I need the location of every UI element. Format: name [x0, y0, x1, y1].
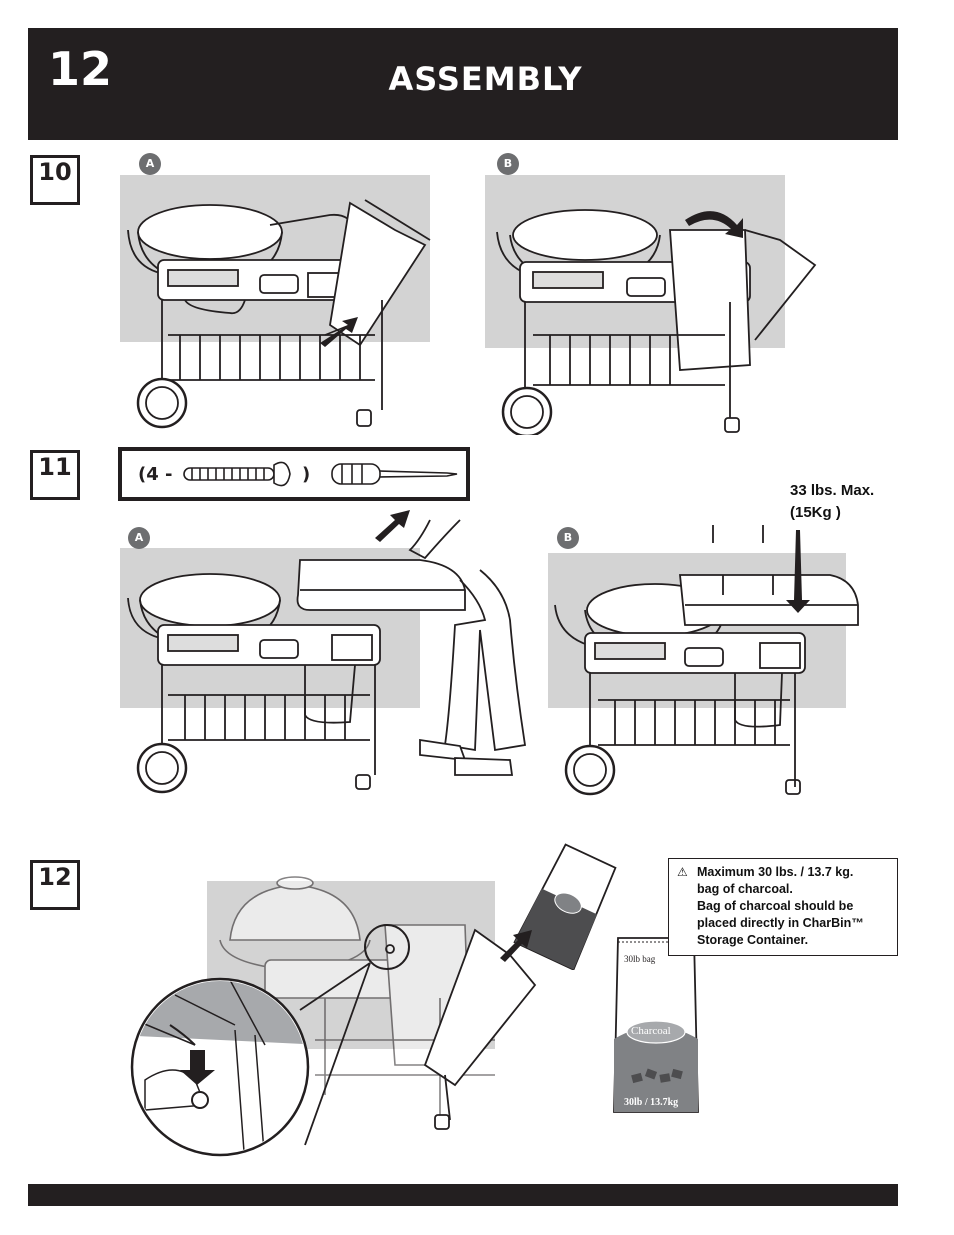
warning-line: placed directly in CharBin™ — [697, 916, 864, 930]
page-title: ASSEMBLY — [388, 60, 583, 98]
weight-limit-kg: (15Kg ) — [790, 504, 841, 521]
bag-brand-label: Charcoal — [631, 1025, 671, 1037]
step-10b-badge: B — [497, 153, 519, 175]
warning-line: bag of charcoal. — [697, 882, 793, 896]
step-10b-grill-illustration — [496, 209, 817, 435]
page-footer-bar — [28, 1184, 898, 1206]
step-10-box: 10 — [30, 155, 80, 205]
hardware-callout: (4 - ) — [118, 447, 470, 501]
screw-and-screwdriver-icon — [183, 461, 458, 487]
step-11-box: 11 — [30, 450, 80, 500]
charcoal-bag-large: 30lb bag Charcoal 30lb / 13.7kg — [612, 934, 700, 1116]
step-10a-badge: A — [139, 153, 161, 175]
warning-triangle-icon: ⚠ — [677, 865, 688, 879]
step-11a-side-table-illustration — [127, 510, 527, 794]
weight-limit-label: 33 lbs. Max. (15Kg ) — [790, 480, 874, 524]
weight-limit-lbs: 33 lbs. Max. — [790, 482, 875, 499]
page-number: 12 — [48, 42, 113, 96]
step-10a-grill-illustration — [127, 199, 431, 429]
bag-weight-label: 30lb / 13.7kg — [624, 1097, 679, 1108]
hardware-count-open: (4 - — [138, 464, 173, 485]
warning-line: Maximum 30 lbs. / 13.7 kg. — [697, 865, 854, 879]
warning-line: Storage Container. — [697, 933, 809, 947]
warning-line: Bag of charcoal should be — [697, 899, 854, 913]
step-12-box: 12 — [30, 860, 80, 910]
charcoal-bag-small-illustration — [500, 843, 617, 970]
charcoal-warning-box: ⚠ Maximum 30 lbs. / 13.7 kg. bag of char… — [668, 858, 898, 956]
bag-size-label: 30lb bag — [624, 954, 656, 964]
page-header: 12 ASSEMBLY — [28, 28, 898, 140]
step-12-charbin-illustration — [130, 876, 537, 1157]
step-11b-badge: B — [557, 527, 579, 549]
hardware-count-close: ) — [302, 464, 311, 485]
charcoal-bag-outline — [613, 937, 699, 1113]
step-11a-badge: A — [128, 527, 150, 549]
step-11b-side-table-illustration — [554, 525, 859, 796]
